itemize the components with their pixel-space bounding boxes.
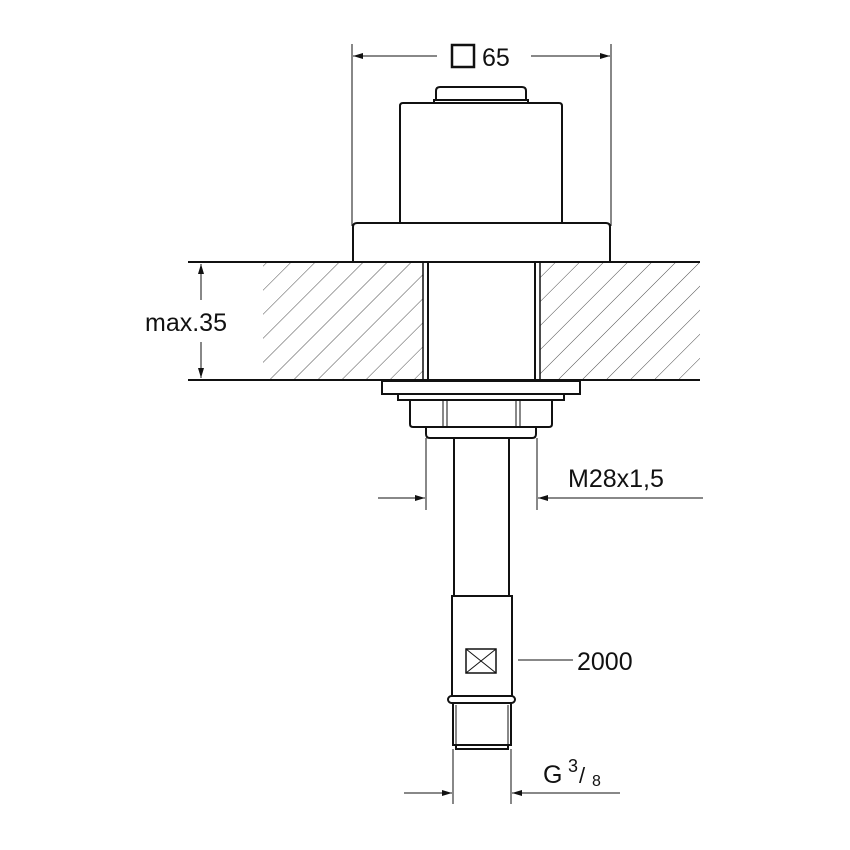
connection-denominator: 8 [592, 773, 601, 790]
connection-hose [447, 438, 516, 750]
hex-nut [409, 399, 553, 428]
top-cap [435, 86, 527, 102]
square-icon [450, 43, 476, 69]
thread-tip [455, 744, 509, 750]
connection-prefix: G [543, 761, 562, 789]
thread-label: M28x1,5 [568, 465, 664, 493]
thread-collar [425, 426, 537, 439]
thickness-dimension: max.35 [145, 264, 227, 378]
body-block [399, 102, 563, 224]
length-annotation: 2000 [518, 648, 633, 676]
width-dimension: 65 [351, 43, 612, 226]
thread-dimension: M28x1,5 [378, 438, 703, 510]
width-value: 65 [482, 44, 510, 72]
hose-sleeve [451, 595, 513, 697]
washer [381, 380, 581, 395]
thickness-label: max.35 [145, 309, 227, 337]
hatched-section-left [263, 262, 423, 380]
hatched-section-right [540, 262, 700, 380]
escutcheon-plate [352, 222, 611, 263]
cross-box-icon [465, 648, 497, 674]
nut-assembly [381, 380, 581, 439]
connection-numerator: 3 [568, 756, 578, 776]
length-label: 2000 [577, 648, 633, 676]
connection-dimension: G 3 / 8 [404, 749, 620, 804]
crimp-ring [447, 695, 516, 704]
fitting-body [352, 86, 611, 263]
threaded-end [452, 702, 512, 746]
mounting-surface-section [188, 261, 700, 381]
connection-slash: / [579, 763, 586, 788]
